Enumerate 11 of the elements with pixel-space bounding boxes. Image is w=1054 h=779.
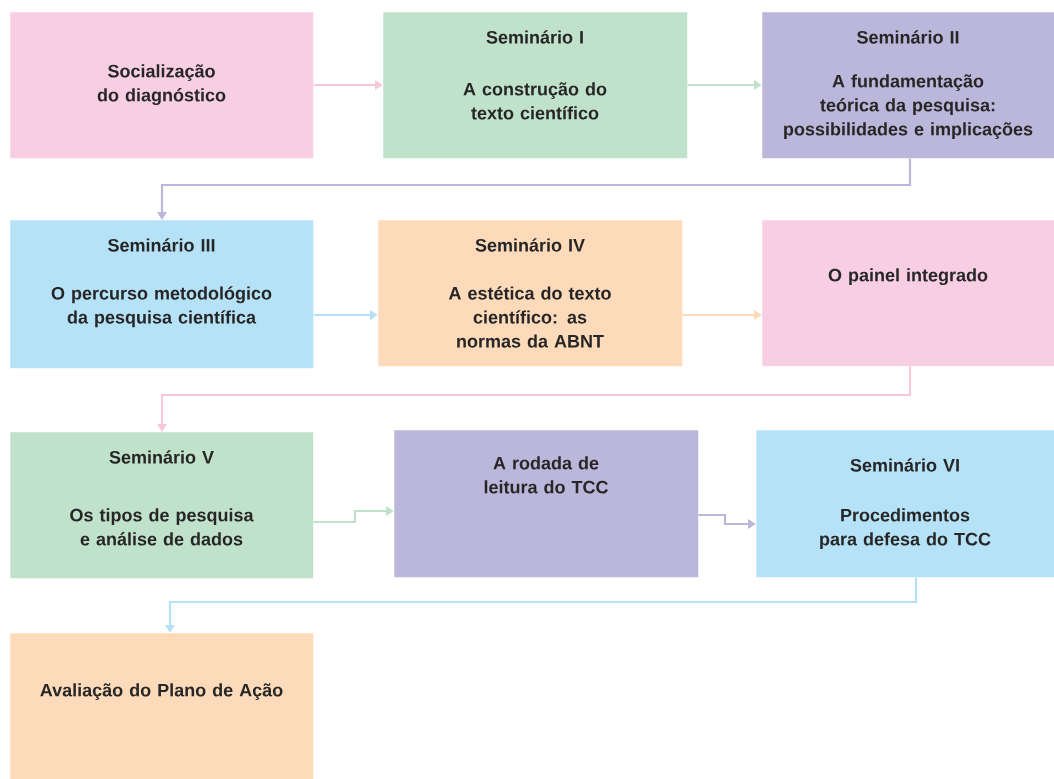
process-box: Socialização do diagnóstico <box>10 12 314 159</box>
process-box: Seminário V Os tipos de pesquisa e análise de dados <box>10 432 314 579</box>
process-box: O painel integrado <box>762 220 1054 367</box>
process-box: Seminário II A fundamentação teórica da pesquisa: possibilidades e implicações <box>762 12 1054 159</box>
process-box: Seminário I A construção do texto científico <box>383 12 688 159</box>
process-box: Avaliação do Plano de Ação <box>10 633 314 779</box>
process-box: A rodada de leitura do TCC <box>394 430 699 578</box>
arrow <box>165 577 918 633</box>
process-box: Seminário VI Procedimentos para defesa do TCC <box>756 430 1054 578</box>
process-box: Seminário IV A estética do texto científico: as normas da ABNT <box>378 220 683 367</box>
process-box: Seminário III O percurso metodológico da pesquisa científica <box>10 220 314 369</box>
